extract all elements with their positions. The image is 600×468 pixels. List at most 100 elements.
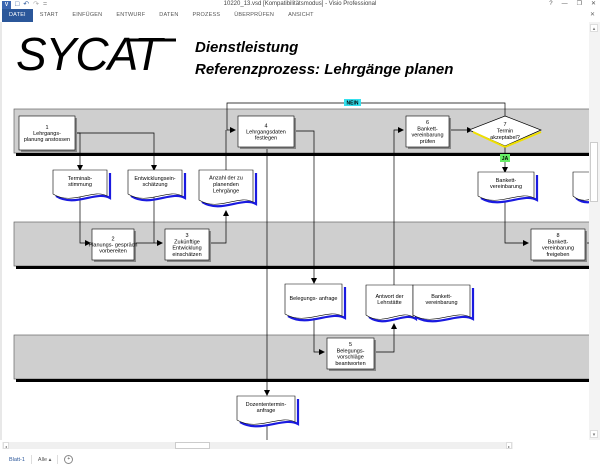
document-outline xyxy=(198,169,254,205)
document-label: stimmung xyxy=(68,182,92,188)
process-number: 6 xyxy=(426,120,429,126)
document-shape[interactable]: Entwicklungsein-schätzung xyxy=(127,169,187,202)
document-label: Terminab- xyxy=(68,176,93,182)
close-button[interactable]: ✕ xyxy=(590,1,596,7)
nein-label-bg xyxy=(344,99,361,106)
document-label: Antwort der xyxy=(375,294,403,300)
horizontal-scroll-thumb[interactable] xyxy=(175,442,210,449)
process-label: Zukünftige xyxy=(174,239,200,245)
process-label: beantworten xyxy=(335,361,365,367)
vertical-scroll-thumb[interactable] xyxy=(590,142,598,202)
process-label: festlegen xyxy=(255,136,277,142)
document-label: Bankett- xyxy=(496,178,517,184)
ja-label: JA xyxy=(502,156,509,162)
tab-start[interactable]: START xyxy=(39,12,59,18)
visio-app-icon[interactable]: V xyxy=(2,0,11,9)
process-label: Lehrgangs- xyxy=(33,131,61,137)
minimize-button[interactable]: — xyxy=(561,1,568,7)
document-label: schätzung xyxy=(142,182,167,188)
restore-button[interactable]: ❐ xyxy=(576,1,582,7)
tab-ueberpruefen[interactable]: ÜBERPRÜFEN xyxy=(234,12,275,18)
diagram-title-2: Referenzprozess: Lehrgänge planen xyxy=(195,61,453,78)
process-label: Entwicklung xyxy=(172,246,201,252)
document-shape[interactable]: Belegungs- anfrage xyxy=(284,283,347,322)
document-shadow xyxy=(55,173,112,202)
customize-icon[interactable]: = xyxy=(42,1,48,8)
decision-number: 7 xyxy=(503,122,506,128)
sheet-tab-bar: Blatt-1 Alle ▴ + xyxy=(0,451,600,468)
document-label: Bankett- xyxy=(431,294,452,300)
scroll-up-button[interactable]: ▴ xyxy=(590,24,598,32)
document-shape[interactable]: Bankett-vereinbarung xyxy=(412,284,475,323)
title-bar: V □ ↶ ↷ = 10220_13.vsd [Kompatibilitätsm… xyxy=(0,0,600,9)
undo-icon[interactable]: ↶ xyxy=(23,1,30,8)
process-label: planung anstossen xyxy=(24,137,70,143)
document-outline xyxy=(572,171,591,201)
document-shadow xyxy=(239,399,300,428)
document-label: Dozententermin- xyxy=(246,402,287,408)
scroll-down-button[interactable]: ▾ xyxy=(590,430,598,438)
tab-datei[interactable]: DATEI xyxy=(2,9,33,22)
sheet-tab-blatt-1[interactable]: Blatt-1 xyxy=(9,456,25,463)
tab-entwurf[interactable]: ENTWURF xyxy=(116,12,146,18)
decision-7[interactable]: 7 Termin akzeptabel? xyxy=(468,115,542,148)
process-label: prüfen xyxy=(420,139,436,145)
tab-ansicht[interactable]: ANSICHT xyxy=(288,12,314,18)
document-outline xyxy=(52,169,108,199)
decision-line: akzeptabel? xyxy=(490,135,520,141)
tab-daten[interactable]: DATEN xyxy=(159,12,179,18)
connector-5-doc7 xyxy=(374,323,397,353)
process-box xyxy=(237,115,295,148)
process-label: vorbereiten xyxy=(99,249,127,255)
vertical-scrollbar[interactable]: ▴ ▾ xyxy=(589,22,600,440)
scroll-left-button[interactable]: ◂ xyxy=(3,442,9,449)
document-outline xyxy=(236,395,296,425)
document-outline xyxy=(127,169,183,199)
process-label: Belegungs- xyxy=(337,348,365,354)
help-button[interactable]: ? xyxy=(549,1,553,7)
document-outline xyxy=(477,171,535,201)
redo-icon[interactable]: ↷ xyxy=(33,1,39,8)
all-sheets-button[interactable]: Alle ▴ xyxy=(37,456,52,463)
document-shape[interactable]: Bankett-vereinbarung xyxy=(477,171,539,204)
process-number: 3 xyxy=(185,233,188,239)
document-shape[interactable]: Dozententermin-anfrage xyxy=(236,395,300,428)
tab-einfuegen[interactable]: EINFÜGEN xyxy=(72,12,103,18)
document-shadow xyxy=(368,288,418,323)
ribbon-tabs: DATEI START EINFÜGEN ENTWURF DATEN PROZE… xyxy=(0,9,600,22)
quick-access-toolbar: V □ ↶ ↷ = xyxy=(2,0,47,9)
scroll-right-button[interactable]: ▸ xyxy=(506,442,512,449)
document-label: Lehrgänge xyxy=(213,188,239,194)
connector-nein-loop xyxy=(226,102,506,133)
document-shape[interactable]: Terminab-stimmung xyxy=(52,169,112,202)
process-box xyxy=(164,228,210,261)
horizontal-scrollbar[interactable]: ◂ ▸ xyxy=(2,442,513,449)
connectors xyxy=(75,102,591,440)
process-label: Planungs- gespräch xyxy=(89,243,138,249)
diagram-title-1: Dienstleistung xyxy=(195,39,298,56)
drawing-canvas[interactable]: SYCAT Dienstleistung Referenzprozess: Le… xyxy=(0,22,591,440)
add-sheet-button[interactable]: + xyxy=(64,455,74,464)
process-number: 1 xyxy=(45,125,48,131)
swimlane-3 xyxy=(13,334,591,382)
document-outline xyxy=(284,283,343,319)
process-label: einschätzen xyxy=(172,252,201,258)
nein-label: NEIN xyxy=(347,101,359,107)
document-label: Lehrstätte xyxy=(377,300,401,306)
process-box xyxy=(530,228,586,261)
sycat-logo: SYCAT xyxy=(16,28,165,80)
tab-prozess[interactable]: PROZESS xyxy=(192,12,221,18)
close-document-button[interactable]: ✕ xyxy=(589,12,595,18)
save-icon[interactable]: □ xyxy=(15,1,20,8)
process-number: 4 xyxy=(264,123,267,129)
process-label: freigeben xyxy=(547,252,570,258)
